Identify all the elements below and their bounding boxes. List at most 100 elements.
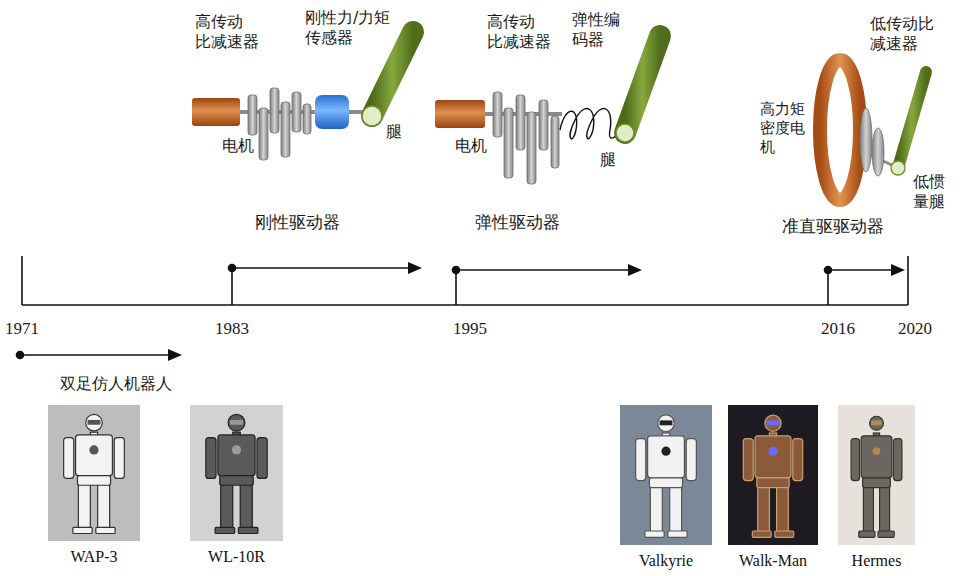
period-label: 弹性驱动器	[475, 212, 560, 233]
gear-plate	[303, 104, 311, 134]
period-arrow	[456, 269, 632, 271]
robot-foot	[645, 531, 664, 537]
period-arrow	[828, 269, 895, 271]
motor-ring-symbol	[820, 60, 860, 200]
robot-hip	[863, 478, 891, 488]
gear-plate	[860, 108, 872, 172]
period-arrow	[232, 267, 412, 269]
period-label: 刚性驱动器	[255, 212, 340, 233]
gear-plate	[292, 92, 301, 132]
timeline-axis	[22, 304, 908, 306]
gear-plate	[504, 108, 513, 178]
qdd-actuator-drawing	[820, 60, 926, 200]
robot-torso	[648, 436, 685, 478]
robot-hip	[77, 476, 110, 486]
year-label: 2020	[898, 318, 932, 339]
robot-visor	[767, 420, 780, 425]
robot-leg	[863, 486, 873, 532]
robot-torso	[861, 436, 892, 478]
leg-symbol	[898, 72, 926, 168]
robot-hip	[220, 476, 253, 486]
robot-visor	[88, 420, 101, 425]
robot-foot	[96, 527, 115, 533]
robot-torso	[76, 435, 113, 476]
year-label: 1971	[5, 318, 39, 339]
robot-head	[658, 415, 675, 432]
gear-plate	[551, 116, 559, 168]
robot-chest	[661, 447, 670, 456]
part-label: 低惯 量腿	[913, 172, 950, 212]
robot-head	[86, 414, 103, 431]
robot-torso	[755, 436, 791, 478]
robot-arm	[636, 439, 646, 481]
rigid-actuator-drawing	[192, 32, 413, 160]
robot-leg	[777, 486, 789, 532]
robot-visor	[660, 420, 673, 425]
elastic-actuator-drawing	[435, 36, 660, 184]
robot-photo: WL-10R	[190, 405, 283, 569]
gear-plate	[281, 102, 290, 157]
part-label: 低传动比 减速器	[870, 14, 939, 54]
robot-leg	[78, 484, 90, 529]
period-label: 双足仿人机器人	[60, 374, 172, 394]
gear-plate	[527, 112, 536, 184]
robot-photo: Walk-Man	[728, 405, 818, 573]
robot-foot	[215, 527, 235, 533]
part-label: 高传动 比减速器	[487, 12, 556, 52]
robot-visor	[230, 420, 243, 425]
photo-ground	[838, 405, 915, 545]
motor-symbol	[192, 98, 240, 126]
timeline-tick	[907, 256, 909, 305]
gear-plate	[516, 95, 525, 150]
robot-chest	[873, 447, 881, 455]
robot-chest	[89, 445, 98, 454]
leg-joint	[891, 161, 905, 175]
gear-plate	[493, 92, 502, 137]
gear-plate	[872, 128, 884, 176]
robot-foot	[238, 527, 258, 533]
part-label: 腿	[600, 150, 616, 170]
timeline-tick	[21, 256, 23, 305]
period-label: 准直驱驱动器	[782, 216, 884, 237]
robot-foot	[668, 531, 687, 537]
robot-arm	[64, 438, 74, 479]
arrow-head	[891, 264, 905, 276]
year-label: 1983	[215, 318, 249, 339]
robot-arm	[793, 439, 803, 481]
robot-foot	[775, 531, 794, 537]
robot-head	[228, 414, 245, 431]
gear-plate	[248, 95, 257, 135]
robot-hip	[649, 478, 682, 488]
timeline	[17, 256, 909, 361]
robot-photo-image	[620, 405, 712, 545]
robot-arm	[893, 439, 901, 481]
gear-plate	[539, 100, 548, 150]
photo-ground	[620, 405, 712, 545]
robot-head	[765, 415, 781, 431]
robot-leg	[670, 486, 682, 532]
robot-head	[870, 416, 884, 430]
photo-ground	[190, 405, 283, 541]
part-label: 电机	[455, 136, 487, 156]
part-label: 高力矩 密度电 机	[760, 100, 810, 156]
robot-foot	[859, 531, 875, 537]
robot-chest	[769, 447, 778, 456]
robot-photo: Hermes	[838, 405, 915, 573]
robot-hip	[757, 478, 789, 488]
arrow-head	[408, 262, 422, 274]
robot-photo-image	[728, 405, 818, 545]
arrow-head	[628, 264, 642, 276]
spring-symbol	[560, 109, 618, 139]
year-label: 1995	[453, 318, 487, 339]
robot-leg	[880, 486, 890, 532]
robot-caption: WL-10R	[208, 547, 265, 567]
robot-photo-image	[838, 405, 915, 545]
robot-foot	[73, 527, 92, 533]
robot-leg	[240, 484, 252, 529]
robot-leg	[650, 486, 662, 532]
year-label: 2016	[821, 318, 855, 339]
robot-photo: Valkyrie	[620, 405, 712, 573]
leg-joint	[362, 106, 382, 126]
